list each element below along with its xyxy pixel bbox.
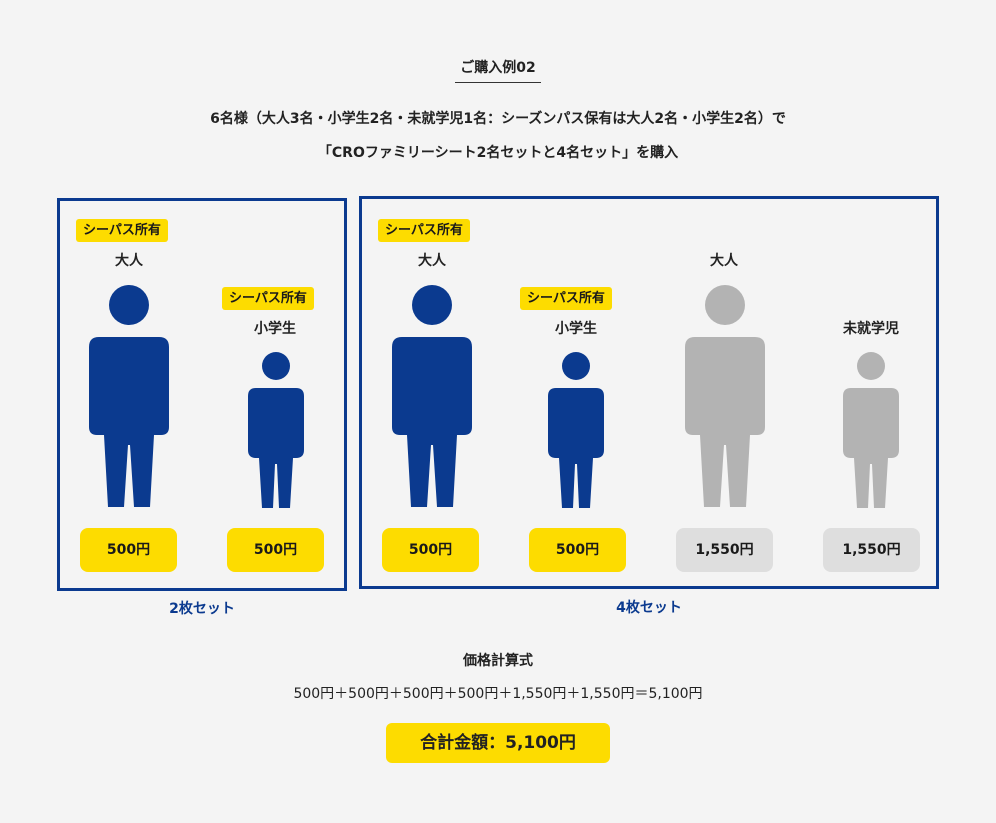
person-silhouette-icon: [685, 285, 765, 507]
price-tag: 1,550円: [823, 528, 920, 572]
two-ticket-set-box: [57, 198, 347, 591]
person-silhouette-icon: [392, 285, 472, 507]
person-silhouette-icon: [843, 352, 899, 508]
price-tag: 500円: [382, 528, 479, 572]
price-tag: 1,550円: [676, 528, 773, 572]
person-type-label: 小学生: [254, 321, 296, 337]
four-ticket-set-label: 4枚セット: [616, 600, 682, 616]
season-pass-badge: シーパス所有: [378, 219, 470, 242]
calculation-title: 価格計算式: [463, 653, 533, 669]
person-type-label: 大人: [418, 253, 446, 269]
section-heading: ご購入例02: [0, 57, 996, 83]
season-pass-badge: シーパス所有: [76, 219, 168, 242]
person-silhouette-icon: [548, 352, 604, 508]
person-silhouette-icon: [248, 352, 304, 508]
person-type-label: 大人: [115, 253, 143, 269]
page-title: ご購入例02: [455, 57, 541, 83]
total-amount-badge: 合計金額：5,100円: [386, 723, 610, 763]
season-pass-badge: シーパス所有: [520, 287, 612, 310]
price-tag: 500円: [529, 528, 626, 572]
description-line-2: 「CROファミリーシート2名セットと4名セット」を購入: [317, 145, 679, 161]
person-type-label: 小学生: [555, 321, 597, 337]
description-line-1: 6名様（大人3名・小学生2名・未就学児1名：シーズンパス保有は大人2名・小学生2…: [210, 111, 786, 127]
person-type-label: 未就学児: [843, 321, 899, 337]
two-ticket-set-label: 2枚セット: [169, 601, 235, 617]
price-tag: 500円: [227, 528, 324, 572]
four-ticket-set-box: [359, 196, 939, 589]
calculation-formula: 500円＋500円＋500円＋500円＋1,550円＋1,550円＝5,100円: [293, 686, 703, 702]
person-type-label: 大人: [710, 253, 738, 269]
price-tag: 500円: [80, 528, 177, 572]
season-pass-badge: シーパス所有: [222, 287, 314, 310]
person-silhouette-icon: [89, 285, 169, 507]
